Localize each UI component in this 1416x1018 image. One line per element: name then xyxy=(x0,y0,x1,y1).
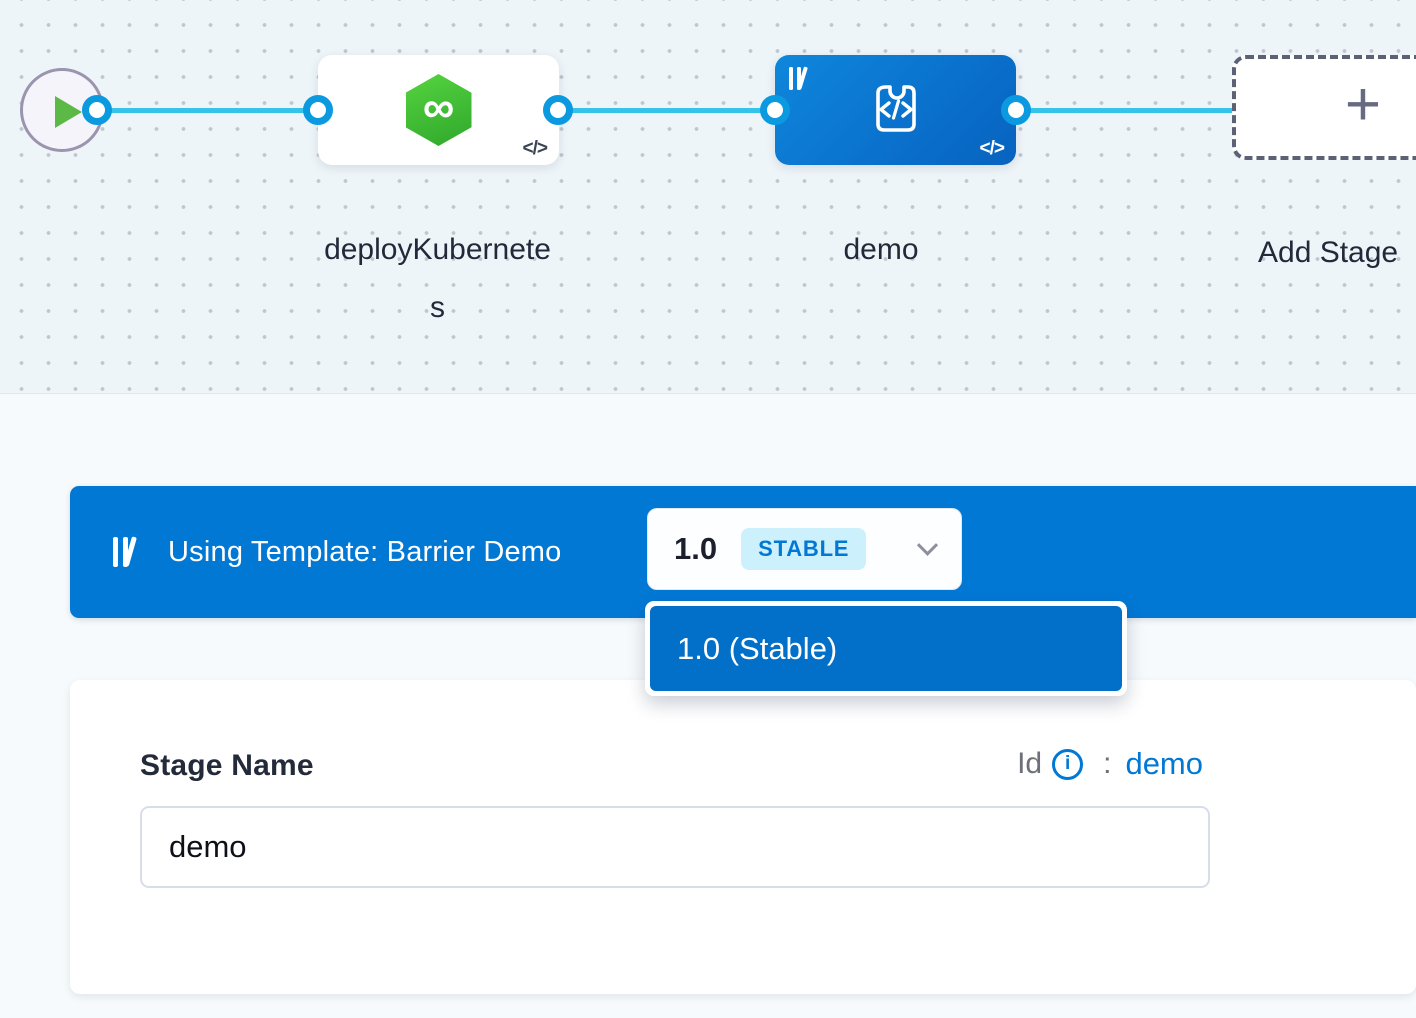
port-deploy-out[interactable] xyxy=(543,95,573,125)
chevron-down-icon xyxy=(916,534,939,556)
version-value: 1.0 xyxy=(674,531,718,566)
connector-start-deploy xyxy=(96,108,318,113)
stage-node-deploykubernetes[interactable]: ∞ </> xyxy=(318,55,559,165)
code-view-icon[interactable]: </> xyxy=(979,138,1006,159)
port-demo-in[interactable] xyxy=(760,95,790,125)
template-banner-text: Using Template: Barrier Demo xyxy=(168,535,562,568)
play-icon xyxy=(55,96,82,128)
info-icon[interactable]: i xyxy=(1052,748,1084,780)
stage-node-demo[interactable]: </> xyxy=(775,55,1016,165)
connector-demo-add xyxy=(1015,108,1237,113)
harness-infinity-glyph: ∞ xyxy=(422,83,455,132)
template-version-select[interactable]: 1.0 STABLE xyxy=(647,508,962,590)
stage-label-deploykubernetes: deployKubernetes xyxy=(324,233,551,324)
port-deploy-in[interactable] xyxy=(303,95,333,125)
add-stage-label: Add Stage xyxy=(1258,236,1399,269)
add-stage-button[interactable]: + xyxy=(1232,55,1416,160)
connector-deploy-demo xyxy=(557,108,776,113)
stage-name-label: Stage Name xyxy=(140,749,314,782)
pipeline-canvas[interactable]: ∞ </> </> + deployKubernetes demo Add St… xyxy=(0,0,1416,394)
stage-id-row: Id i : demo xyxy=(1017,746,1203,782)
id-colon: : xyxy=(1103,747,1112,780)
template-icon xyxy=(789,66,815,91)
port-demo-out[interactable] xyxy=(1001,95,1031,125)
custom-stage-icon xyxy=(875,85,916,132)
stage-overview-card: Stage Name Id i : demo xyxy=(70,680,1416,994)
template-banner: Using Template: Barrier Demo 1.0 STABLE xyxy=(70,486,1416,618)
id-label: Id xyxy=(1017,747,1043,780)
stable-badge: STABLE xyxy=(741,528,867,570)
stage-label-demo: demo xyxy=(843,233,919,266)
stage-name-input[interactable] xyxy=(140,806,1210,888)
port-start-out[interactable] xyxy=(82,95,112,125)
code-view-icon[interactable]: </> xyxy=(522,138,549,159)
stage-config-section: Using Template: Barrier Demo 1.0 STABLE … xyxy=(0,395,1416,1018)
deployment-hexagon-icon: ∞ xyxy=(405,74,472,146)
plus-icon: + xyxy=(1344,69,1382,139)
template-icon xyxy=(113,536,140,567)
version-dropdown-item[interactable]: 1.0 (Stable) xyxy=(650,606,1122,691)
stage-id-value: demo xyxy=(1125,746,1203,781)
version-dropdown-menu: 1.0 (Stable) xyxy=(645,601,1127,696)
